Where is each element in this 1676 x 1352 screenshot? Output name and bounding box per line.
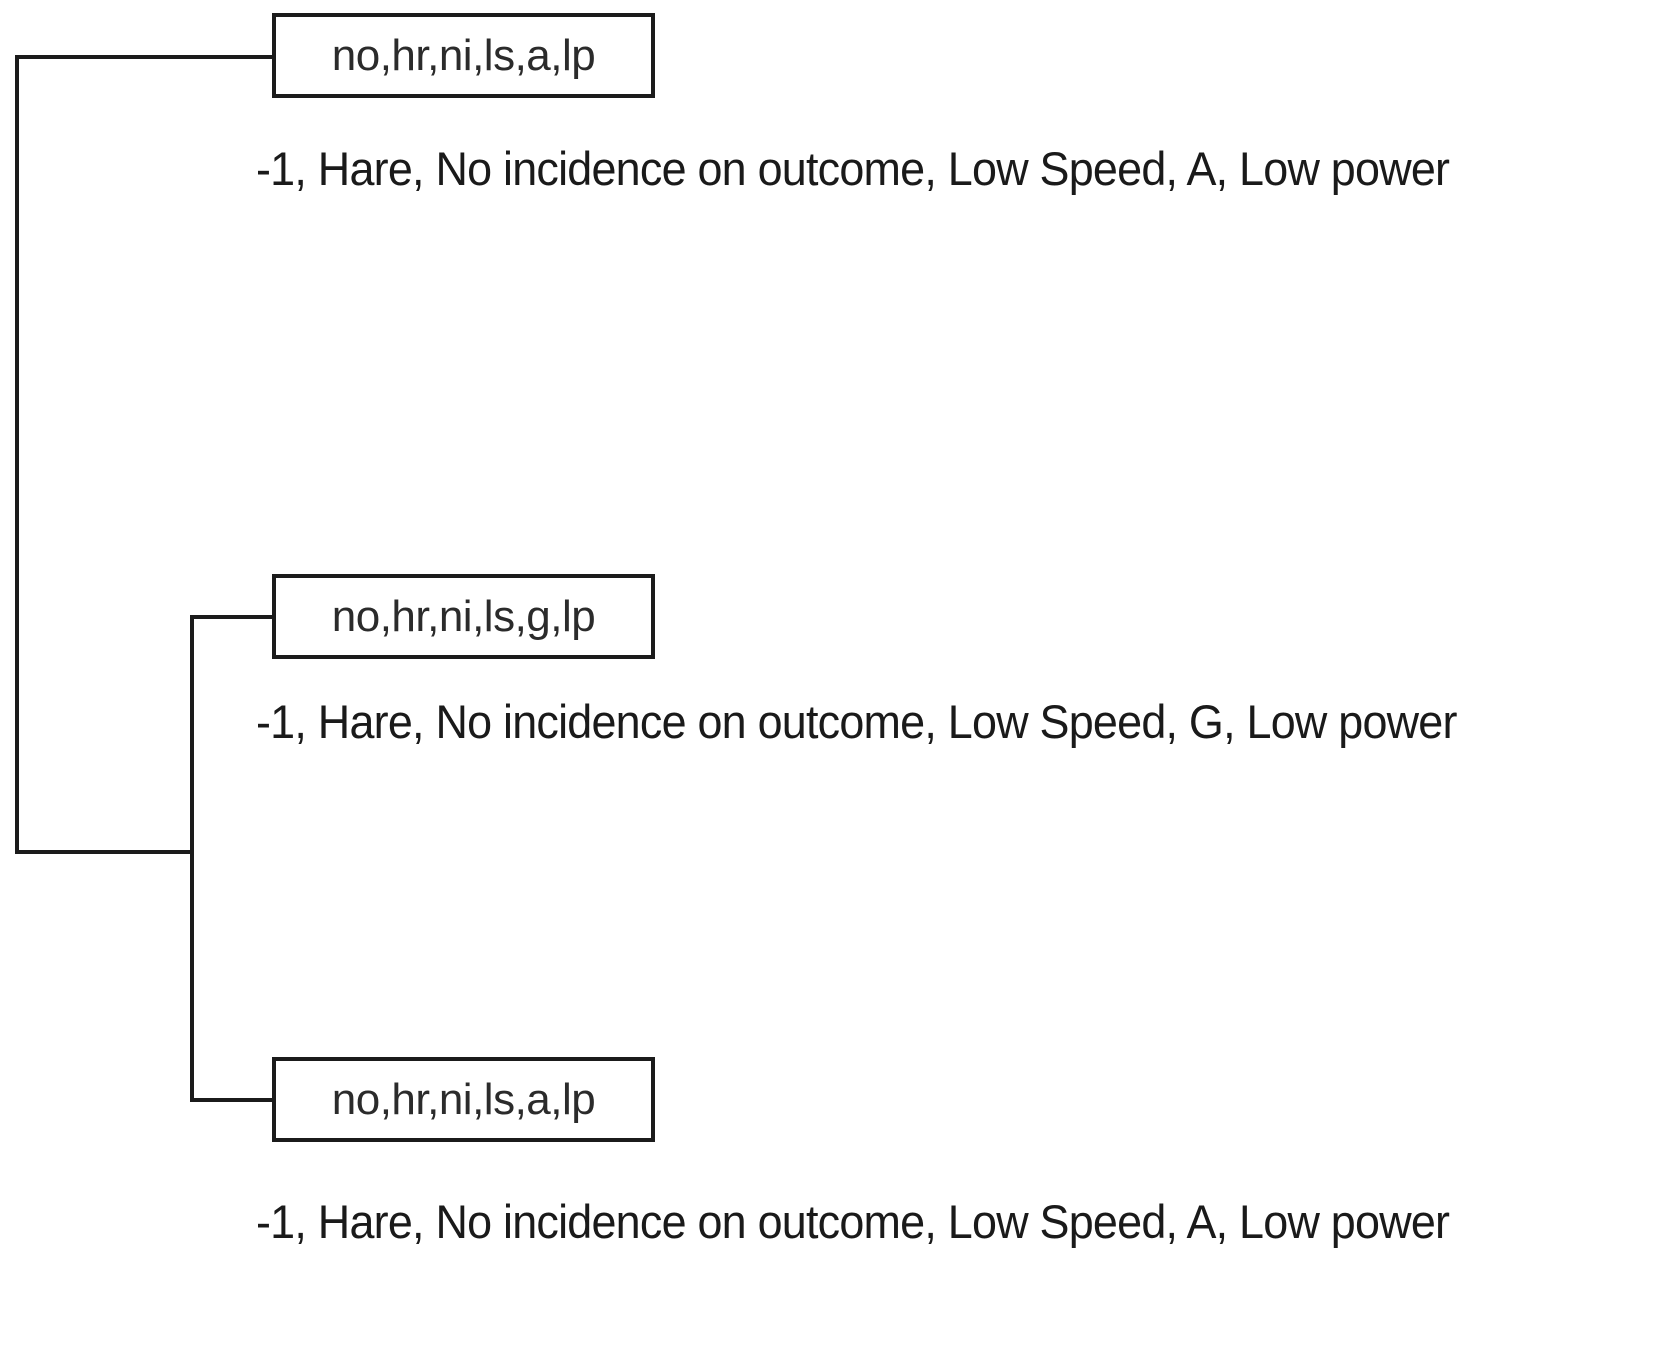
root-branch-vertical bbox=[15, 55, 19, 854]
dendrogram-leaf-label-2: no,hr,ni,ls,g,lp bbox=[331, 591, 596, 641]
inner-branch-bottom-horizontal bbox=[190, 1098, 274, 1102]
root-branch-bottom-horizontal bbox=[15, 850, 192, 854]
dendrogram-leaf-label-1: no,hr,ni,ls,a,lp bbox=[331, 30, 596, 80]
inner-branch-vertical bbox=[190, 615, 194, 1102]
root-branch-top-horizontal bbox=[15, 55, 273, 59]
dendrogram-leaf-caption-2: -1, Hare, No incidence on outcome, Low S… bbox=[256, 695, 1457, 748]
dendrogram-leaf-box-3[interactable]: no,hr,ni,ls,a,lp bbox=[272, 1057, 655, 1142]
dendrogram-leaf-box-2[interactable]: no,hr,ni,ls,g,lp bbox=[272, 574, 655, 659]
dendrogram-leaf-box-1[interactable]: no,hr,ni,ls,a,lp bbox=[272, 13, 655, 98]
dendrogram-leaf-caption-3: -1, Hare, No incidence on outcome, Low S… bbox=[256, 1195, 1450, 1248]
dendrogram-leaf-caption-1: -1, Hare, No incidence on outcome, Low S… bbox=[256, 142, 1450, 195]
dendrogram-leaf-label-3: no,hr,ni,ls,a,lp bbox=[331, 1074, 596, 1124]
inner-branch-top-horizontal bbox=[190, 615, 274, 619]
